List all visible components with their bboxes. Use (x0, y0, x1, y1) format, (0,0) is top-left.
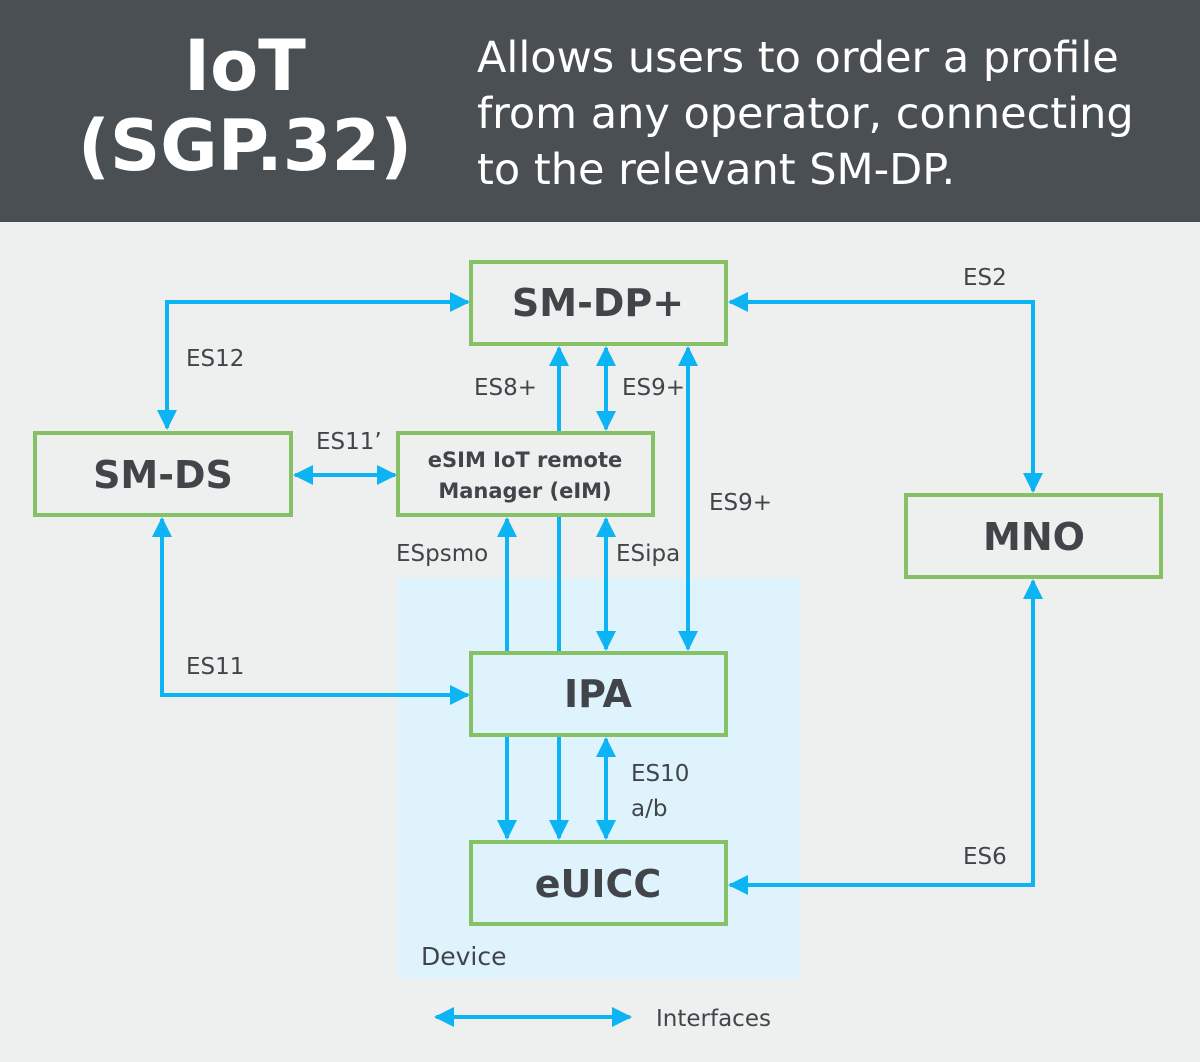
es9-label-1: ES9+ (622, 375, 685, 401)
node-smds: SM-DS (33, 431, 293, 517)
euicc-label: eUICC (535, 862, 662, 906)
es6-arrow (728, 579, 1043, 895)
device-region (398, 578, 800, 978)
title: IoT (SGP.32) (60, 26, 430, 186)
es9-label-2: ES9+ (709, 490, 772, 516)
smdp-label: SM-DP+ (512, 281, 684, 325)
legend-label: Interfaces (656, 1006, 771, 1032)
es11-arrow (152, 517, 470, 705)
description: Allows users to order a profile from any… (477, 33, 1134, 195)
es8-label: ES8+ (474, 375, 537, 401)
node-euicc: eUICC (469, 840, 728, 926)
header-banner: IoT (SGP.32) Allows users to order a pro… (0, 0, 1200, 222)
title-line-1: IoT (184, 25, 306, 107)
es12-arrow (157, 292, 470, 430)
es10-label-2: a/b (631, 796, 667, 822)
espsmo-label: ESpsmo (396, 541, 488, 567)
es10-label-1: ES10 (631, 761, 689, 787)
es11p-label: ES11’ (316, 429, 382, 455)
node-ipa: IPA (469, 651, 728, 737)
title-line-2: (SGP.32) (77, 105, 413, 187)
ipa-label: IPA (564, 672, 633, 716)
device-label: Device (421, 942, 507, 971)
es2-arrow (728, 292, 1043, 493)
es12-label: ES12 (186, 346, 244, 372)
mno-label: MNO (983, 515, 1085, 559)
es2-label: ES2 (963, 265, 1007, 291)
es11-label: ES11 (186, 654, 244, 680)
smds-label: SM-DS (93, 453, 233, 497)
es6-label: ES6 (963, 844, 1007, 870)
node-smdp: SM-DP+ (469, 260, 728, 346)
eim-label-2: Manager (eIM) (438, 479, 611, 503)
node-eim: eSIM IoT remote Manager (eIM) (396, 431, 655, 517)
node-mno: MNO (904, 493, 1163, 579)
eim-label-1: eSIM IoT remote (428, 448, 622, 472)
esipa-label: ESipa (616, 541, 680, 567)
